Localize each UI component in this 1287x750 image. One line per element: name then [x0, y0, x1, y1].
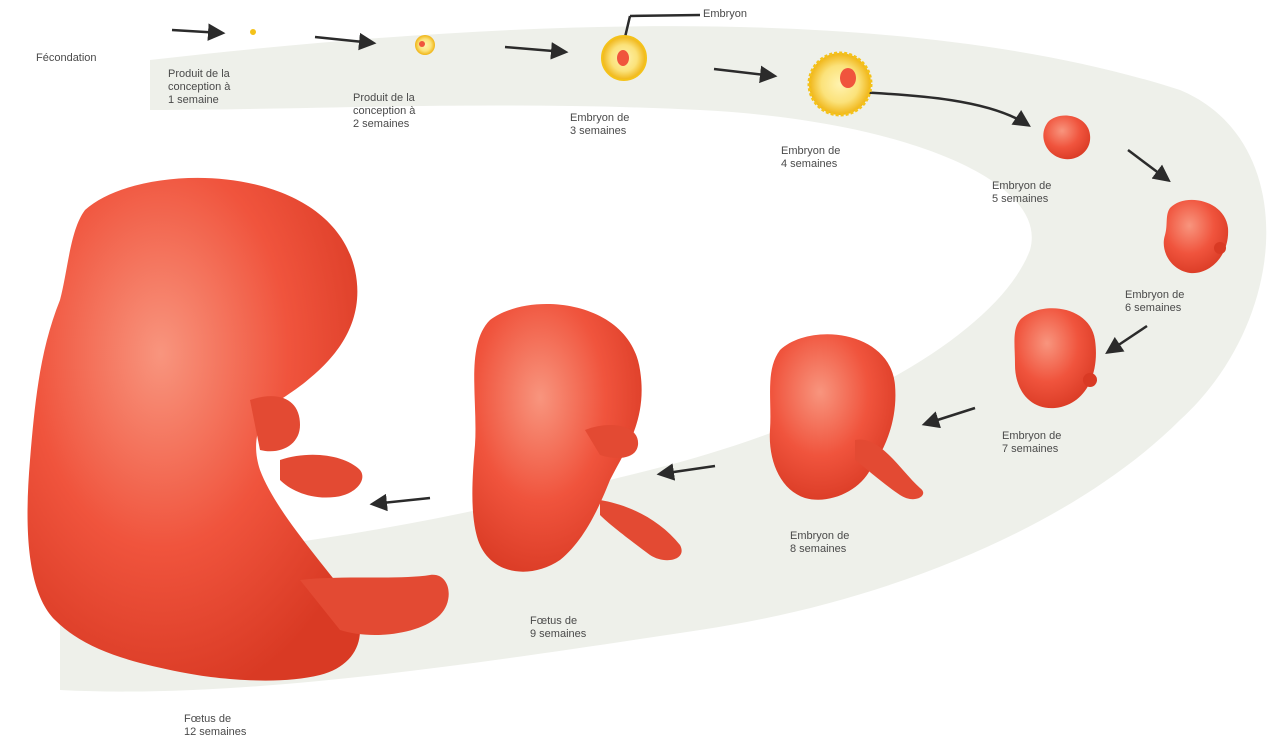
label-stage-5: Embryon de 5 semaines	[992, 180, 1051, 206]
label-stage-6: Embryon de 6 semaines	[1125, 289, 1184, 315]
stage-1-conception	[250, 29, 256, 35]
stage-2-conception	[415, 35, 435, 55]
label-stage-9: Fœtus de 9 semaines	[530, 615, 586, 641]
embryon-callout-line	[630, 15, 700, 16]
label-embryon-callout: Embryon	[703, 8, 747, 21]
label-stage-12: Fœtus de 12 semaines	[184, 713, 246, 739]
stage-6-limb	[1214, 242, 1226, 254]
stage-12-arm	[250, 396, 300, 451]
arrow-1	[172, 30, 222, 33]
label-stage-8: Embryon de 8 semaines	[790, 530, 849, 556]
stage-12-hand	[280, 455, 362, 498]
label-stage-2: Produit de la conception à 2 semaines	[353, 92, 415, 131]
stage-2-core	[419, 41, 425, 47]
arrow-10	[373, 498, 430, 504]
stage-7-limb	[1083, 373, 1097, 387]
label-stage-7: Embryon de 7 semaines	[1002, 430, 1061, 456]
label-fecondation: Fécondation	[36, 52, 97, 65]
stage-12-fetus	[28, 178, 360, 681]
stage-4-embryo	[809, 53, 871, 115]
label-stage-1: Produit de la conception à 1 semaine	[168, 68, 230, 107]
stage-4-core	[840, 68, 856, 88]
stage-3-core	[617, 50, 629, 66]
label-stage-3: Embryon de 3 semaines	[570, 112, 629, 138]
label-stage-4: Embryon de 4 semaines	[781, 145, 840, 171]
